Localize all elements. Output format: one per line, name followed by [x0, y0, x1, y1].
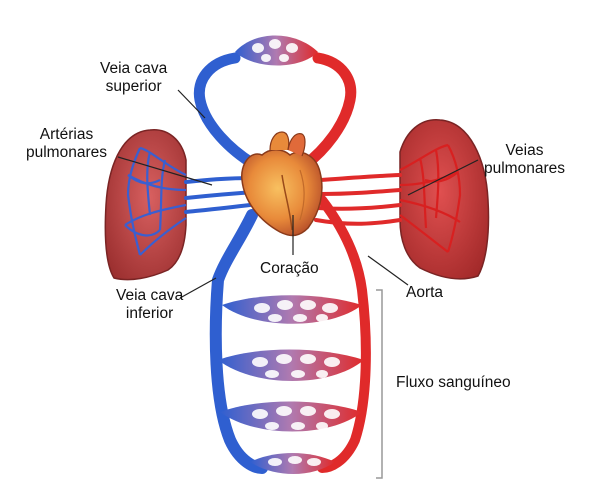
upper-capillary-bed — [235, 35, 318, 66]
label-veias-pulmonares: Veias pulmonares — [484, 142, 565, 177]
capillary-bed-2 — [218, 349, 364, 381]
label-veia-cava-superior: Veia cava superior — [100, 60, 168, 95]
leader-aorta — [367, 255, 409, 286]
leader-veias-pulmonares — [407, 159, 479, 196]
label-coracao: Coração — [260, 260, 319, 277]
leader-veia-cava-superior — [177, 89, 206, 119]
capillary-bed-1 — [222, 295, 362, 324]
capillary-bed-4 — [250, 453, 335, 474]
right-lung-vessels — [399, 143, 462, 253]
aortic-arch — [299, 52, 357, 171]
aorta-descending — [317, 195, 371, 473]
right-lung — [399, 119, 490, 280]
inferior-vena-cava — [209, 209, 268, 474]
lower-capillary-beds — [218, 295, 364, 474]
leader-lines — [117, 89, 479, 299]
pulmonary-veins — [314, 173, 402, 226]
label-fluxo-sanguineo: Fluxo sanguíneo — [396, 374, 511, 391]
fluxo-bracket — [376, 289, 383, 479]
label-aorta: Aorta — [406, 284, 444, 301]
superior-vena-cava — [193, 52, 261, 171]
leader-arterias-pulmonares — [117, 156, 213, 186]
label-veia-cava-inferior: Veia cava inferior — [116, 287, 184, 322]
capillary-bed-3 — [220, 401, 362, 432]
leader-veia-cava-inferior — [179, 277, 217, 299]
label-arterias-pulmonares: Artérias pulmonares — [26, 126, 107, 161]
heart — [241, 131, 323, 237]
left-lung — [104, 129, 187, 281]
